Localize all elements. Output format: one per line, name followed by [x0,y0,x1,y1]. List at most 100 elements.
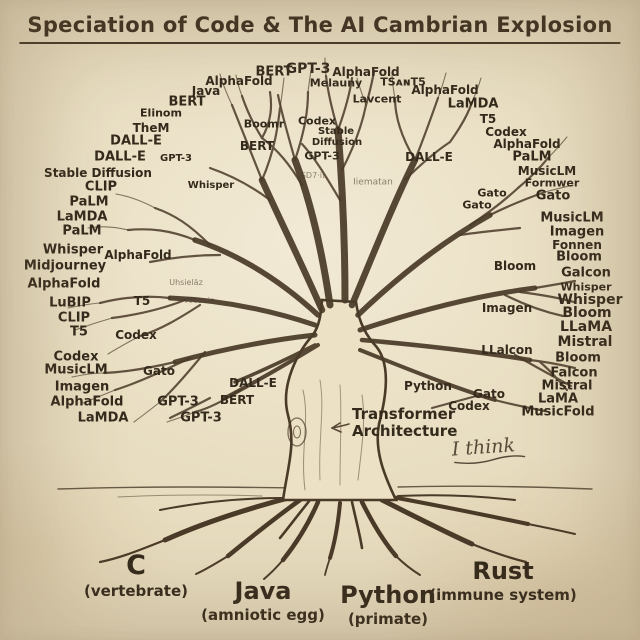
tree-label: Gato [473,387,505,401]
root-label-c: C (vertebrate) [83,550,189,601]
tree-label: Uhsieläz [169,278,203,287]
root-label-rust: Rust (immune system) [429,557,577,605]
tree-label: AlphaFold [104,248,172,262]
tree-label: Alconin [185,296,215,305]
tree-label: PaLM [512,149,552,165]
annotation-line1: Transformer [352,405,456,423]
tree-label: Whisper [42,242,104,258]
tree-label: BERT [219,393,255,407]
tree-label: Galcon [561,265,611,281]
tree-label: T5 [70,324,88,340]
tree-label: T5 [133,294,151,308]
tree-label: Bloom [556,249,602,265]
tree-label: Melauny [309,76,363,90]
tree-label: Bloom [555,350,601,366]
tree-label: Imagen [54,379,110,395]
tree-label: Stable [317,126,355,137]
tree-label: Imagen [549,224,605,240]
tree-label: LLalcon [481,343,533,357]
tree-label: Fonnen [552,238,602,252]
tree-label: Boomr [243,117,285,131]
tree-label: MusicLM [540,210,604,226]
tree-label: MusicLM [44,362,108,378]
root-label-java: Java (amniotic egg) [201,577,325,625]
tree-label: LuBIP [49,295,91,311]
tree-label: BERT [255,64,293,80]
tree-label: LaMA [537,391,579,407]
tree-label: LLaMA [559,319,613,335]
i-think-underline [454,455,526,464]
root-sublabel: (immune system) [429,586,577,605]
tree-label: Mistral [557,334,613,350]
tree-label: CLIP [57,310,91,326]
tree-label: Codex [53,349,99,365]
tree-label: GPT-3 [304,149,340,163]
tree-label: LaMDA [56,209,108,225]
root-sublabel: (vertebrate) [83,582,189,601]
tree-label: Codex [448,399,490,413]
annotation-line2: Architecture [352,421,458,440]
page-title: Speciation of Code & The AI Cambrian Exp… [19,13,621,44]
tree-label: BERT [168,94,206,110]
tree-label: MusicFold [521,404,595,420]
tree-label: Codex [297,114,337,128]
tree-label: Gato [462,198,492,212]
tree-label: Diffusion [311,137,363,148]
tree-label: AlphaFold [493,137,561,151]
tree-label: Gato [477,186,507,200]
tree-label: Midjourney [23,258,107,274]
tree-label: Whisper [187,180,235,191]
tree-label: GPT-3 [180,410,222,426]
tree-label: PaLM [62,223,102,239]
tree-label: Bloom [562,305,612,321]
tree-label: BERT [239,139,275,153]
tree-label: GPT-3 [285,61,331,77]
i-think-note: I think [451,433,527,467]
trunk-annotation: Transformer Architecture [352,406,457,439]
tree-label: LaMDA [77,410,129,426]
tree-label: TSᴀɴT5 [380,75,426,89]
tree-label: AlphaFold [50,394,124,410]
tree-label: Codex [485,125,527,139]
tree-label: Bloom [493,259,537,273]
tree-label: DALL-E [110,133,162,149]
tree-label: Codex [115,328,157,342]
tree-label: DALL-E [405,150,453,164]
root-sublabel: (primate) [347,610,429,629]
tree-label: Gato [535,188,571,204]
tree-label: Imagen [481,301,533,315]
tree-label: CLIP [84,179,118,195]
tree-label: TheM [132,121,170,135]
tree-label: Python [404,379,452,393]
root-name: C [126,550,146,581]
tree-label: Formwer [524,176,580,190]
tree-label: Whisper [560,280,612,294]
tree-label: MusicLM [517,164,577,178]
tree-label: LaMDA [447,96,499,112]
tree-label: SD7·i₁ [300,171,326,180]
tree-label: AlphaFold [332,65,400,79]
tree-label: Stable Diffusion [44,166,152,180]
tree-label: Mistral [541,378,593,394]
tree-label: GPT-3 [160,153,192,164]
tree-label: AlphaFold [205,74,273,88]
tree-label: Lavcent [352,92,402,106]
tree-label: T5 [479,112,497,126]
tree-label: Java [191,84,221,98]
root-label-python: Python (primate) [340,581,436,629]
tree-label: Gato [143,364,175,378]
tree-label: Falcon [550,365,598,381]
tree-label: Elinom [140,106,182,120]
tree-label: AlphaFold [411,83,479,97]
tree-label: DALL-E [229,376,277,390]
root-sublabel: (amniotic egg) [201,606,325,625]
tree-label: PaLM [69,194,109,210]
tree-label: GPT-3 [157,394,199,410]
root-name: Python [340,581,436,609]
root-name: Rust [472,557,534,585]
tree-label: DALL-E [94,149,146,165]
tree-label: Iiematan [353,177,393,188]
root-name: Java [234,577,292,605]
tree-label: Whisper [557,292,623,308]
